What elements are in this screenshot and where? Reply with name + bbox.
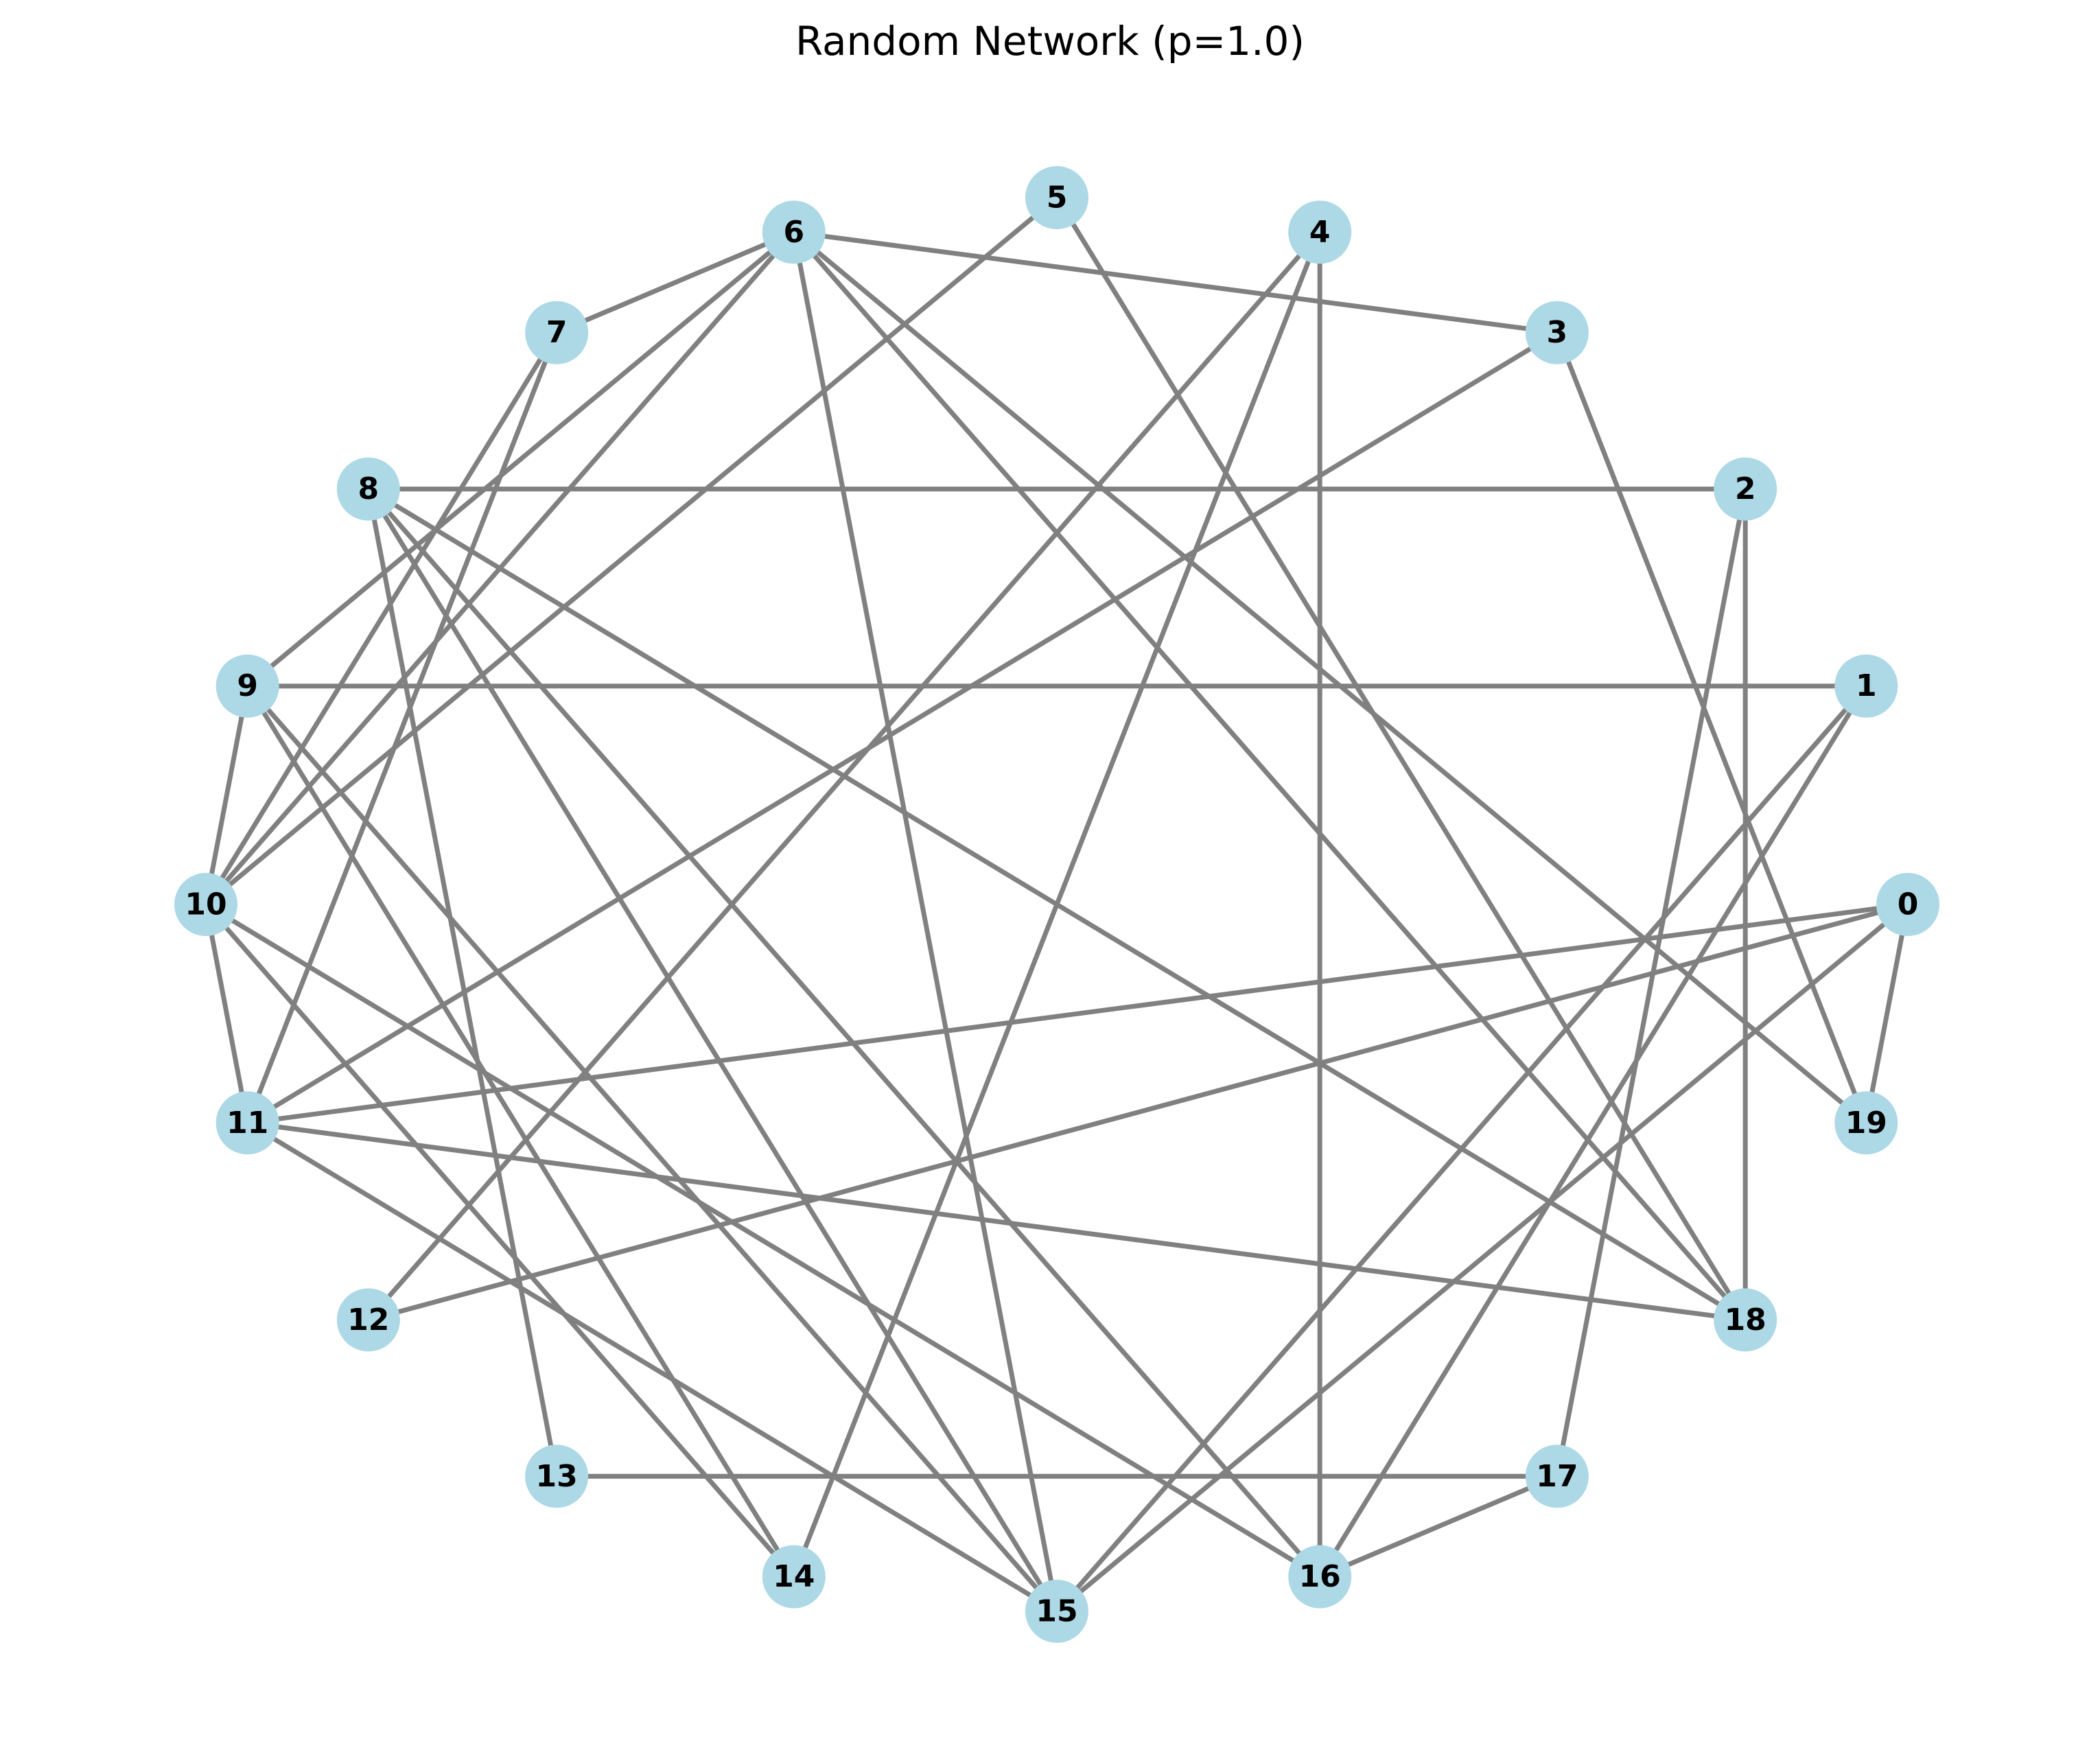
- edge-0-15: [1055, 902, 1910, 1613]
- node-label: 7: [546, 315, 568, 350]
- node-5: 5: [1025, 166, 1088, 229]
- node-circle: [1288, 200, 1352, 264]
- node-18: 18: [1714, 1288, 1777, 1352]
- node-label: 14: [773, 1559, 815, 1594]
- node-13: 13: [525, 1445, 589, 1508]
- node-1: 1: [1834, 654, 1898, 718]
- edge-6-7: [555, 230, 795, 335]
- node-label: 4: [1309, 215, 1331, 250]
- edges-layer: [203, 196, 1911, 1613]
- node-label: 1: [1856, 668, 1877, 703]
- node-circle: [174, 873, 237, 936]
- node-6: 6: [762, 200, 826, 264]
- node-circle: [762, 1545, 826, 1609]
- node-circle: [1525, 301, 1589, 364]
- node-circle: [336, 457, 400, 521]
- edge-6-15: [791, 231, 1060, 1612]
- edge-3-6: [793, 229, 1558, 336]
- edge-8-16: [366, 487, 1322, 1578]
- node-label: 6: [784, 215, 805, 250]
- node-circle: [1834, 654, 1898, 718]
- node-label: 10: [185, 887, 226, 922]
- node-17: 17: [1525, 1445, 1589, 1508]
- node-label: 16: [1299, 1559, 1341, 1594]
- node-circle: [1714, 1288, 1777, 1352]
- edge-5-10: [204, 196, 1059, 907]
- edge-9-10: [203, 686, 250, 905]
- edge-5-18: [1055, 196, 1748, 1322]
- edge-6-18: [792, 231, 1747, 1322]
- node-2: 2: [1714, 457, 1777, 521]
- node-19: 19: [1834, 1091, 1898, 1155]
- node-9: 9: [215, 654, 279, 718]
- edge-8-13: [366, 488, 559, 1477]
- node-11: 11: [215, 1091, 279, 1155]
- edge-9-15: [246, 684, 1059, 1613]
- node-label: 19: [1845, 1106, 1887, 1141]
- node-4: 4: [1288, 200, 1352, 264]
- node-circle: [215, 1091, 279, 1155]
- edge-3-19: [1554, 331, 1869, 1124]
- node-circle: [525, 1445, 589, 1508]
- edge-0-11: [247, 902, 1909, 1125]
- node-0: 0: [1876, 873, 1939, 936]
- node-label: 13: [536, 1459, 578, 1494]
- edge-0-19: [1863, 904, 1911, 1123]
- node-label: 8: [358, 471, 380, 506]
- node-label: 12: [347, 1302, 389, 1337]
- node-7: 7: [525, 301, 589, 364]
- node-14: 14: [762, 1545, 826, 1609]
- node-circle: [1834, 1091, 1898, 1155]
- node-16: 16: [1288, 1545, 1352, 1609]
- node-circle: [1288, 1545, 1352, 1609]
- node-12: 12: [336, 1288, 400, 1352]
- edge-8-18: [367, 487, 1747, 1322]
- node-label: 17: [1536, 1459, 1578, 1494]
- node-circle: [336, 1288, 400, 1352]
- node-circle: [1025, 1580, 1088, 1643]
- edge-16-17: [1318, 1474, 1559, 1579]
- node-circle: [762, 200, 826, 264]
- edge-1-16: [1318, 684, 1869, 1578]
- edge-9-14: [245, 684, 796, 1578]
- node-label: 5: [1047, 180, 1068, 215]
- node-label: 11: [226, 1106, 268, 1141]
- edge-7-11: [245, 331, 559, 1124]
- node-label: 9: [237, 668, 258, 703]
- node-circle: [1525, 1445, 1589, 1508]
- node-circle: [1876, 873, 1939, 936]
- edge-6-19: [792, 230, 1868, 1125]
- edge-10-11: [203, 904, 250, 1123]
- edge-8-15: [366, 487, 1059, 1613]
- node-label: 15: [1036, 1594, 1077, 1629]
- edge-11-18: [247, 1120, 1746, 1322]
- node-label: 18: [1725, 1302, 1766, 1337]
- edge-11-15: [246, 1121, 1058, 1613]
- node-label: 3: [1547, 315, 1568, 350]
- node-label: 0: [1898, 887, 1919, 922]
- edge-10-14: [204, 902, 796, 1578]
- node-label: 2: [1735, 471, 1756, 506]
- edge-6-9: [246, 230, 796, 688]
- edge-10-16: [205, 902, 1321, 1579]
- chart-title: Random Network (p=1.0): [795, 18, 1305, 65]
- edge-2-17: [1554, 488, 1748, 1477]
- node-10: 10: [174, 873, 237, 936]
- node-15: 15: [1025, 1580, 1088, 1643]
- node-circle: [215, 654, 279, 718]
- node-circle: [1714, 457, 1777, 521]
- node-circle: [1025, 166, 1088, 229]
- node-circle: [525, 301, 589, 364]
- node-8: 8: [336, 457, 400, 521]
- node-3: 3: [1525, 301, 1589, 364]
- edge-7-10: [204, 331, 559, 906]
